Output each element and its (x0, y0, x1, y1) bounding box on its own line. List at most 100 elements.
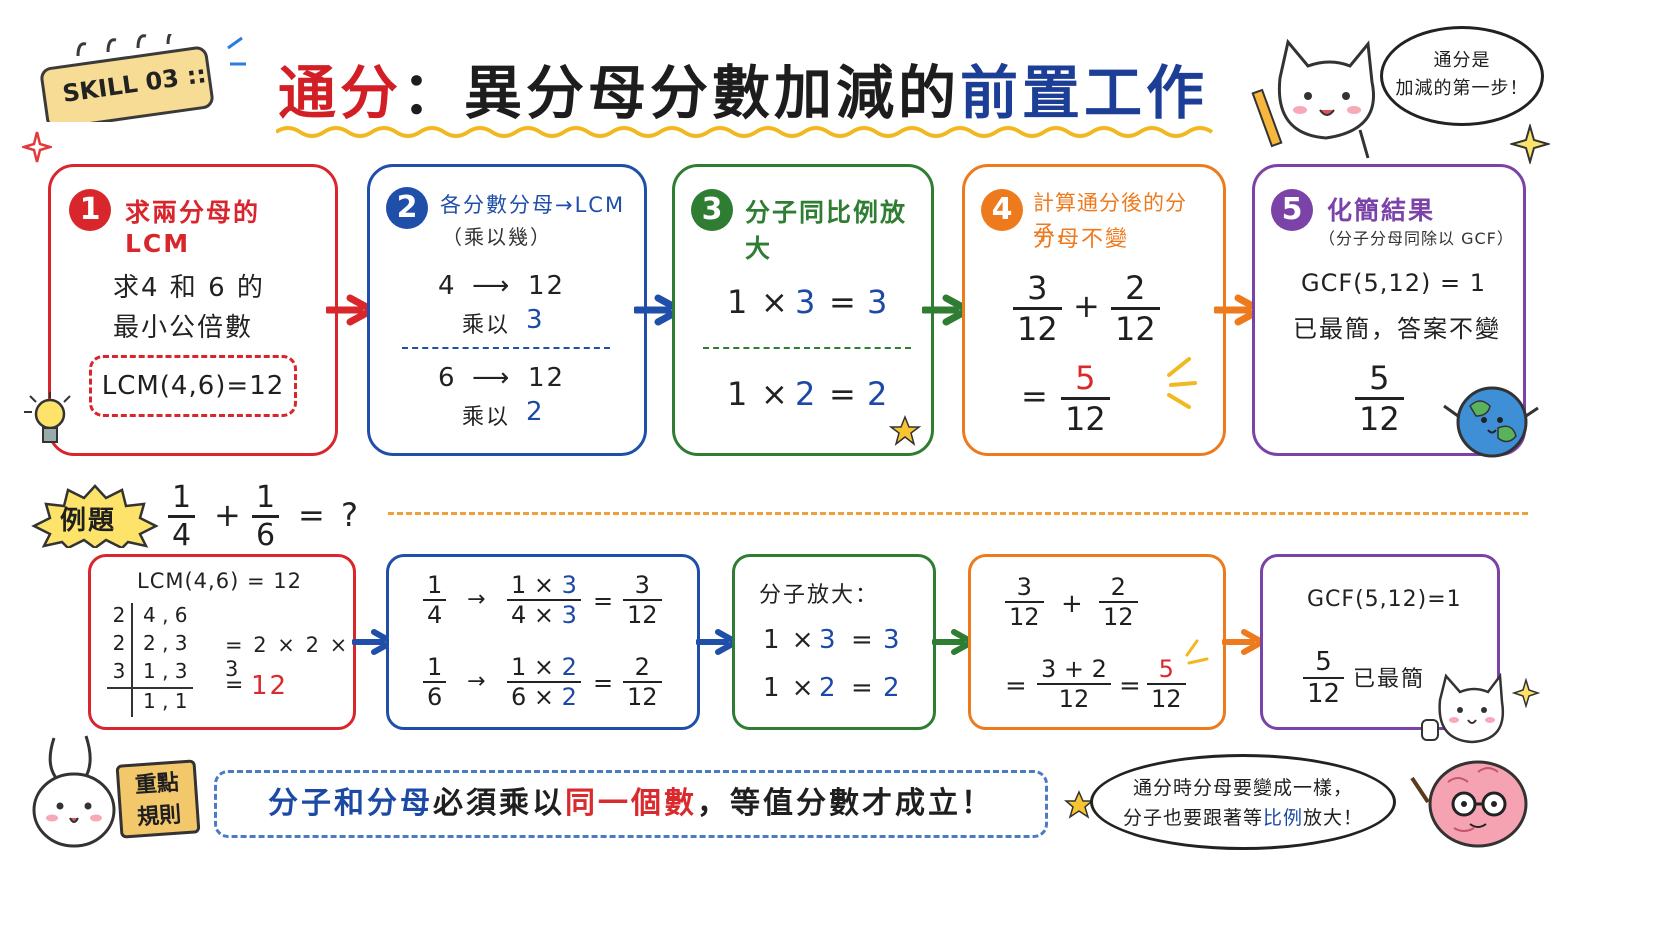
numerator: 3 (1016, 573, 1032, 601)
step-number-badge: 1 (69, 189, 111, 231)
worked-lcm-title: LCM(4,6) = 12 (137, 569, 302, 593)
ladder-values: 4 , 6 (131, 603, 188, 631)
gcf-line: GCF(5,12) = 1 (1301, 269, 1486, 297)
equals-sign: = (1021, 377, 1051, 415)
row2-arrow: ⟶ (472, 363, 512, 393)
rule-text-d: ，等值分數才成立！ (697, 786, 994, 821)
row2-mult-label: 乘以 (462, 405, 511, 430)
example-equals-question: = ? (298, 496, 361, 534)
denominator: 4 × 3 (511, 601, 577, 629)
cat-mascot-icon (1251, 38, 1375, 159)
starburst-tag (31, 484, 159, 548)
eq1-times: × (761, 283, 791, 321)
numerator: 3 (1027, 269, 1048, 307)
numerator: 3 (634, 571, 650, 599)
denominator: 4 (172, 518, 192, 553)
equals-sign: = (1119, 671, 1143, 701)
eq1-b: 3 (795, 283, 819, 321)
numerator: 5 (1075, 359, 1096, 397)
step-heading: 化簡結果 (1327, 196, 1436, 225)
eq1-a: 1 (727, 283, 751, 321)
eq2-result: 2 (883, 673, 902, 703)
step-heading-line1: 計算通分後的分子， (1033, 191, 1187, 245)
title-highlight-red: 通分 (278, 59, 403, 127)
eq1-factor: 3 (819, 625, 838, 655)
denominator: 12 (627, 683, 658, 711)
equals-sign: = (1005, 671, 1029, 701)
lcm-eq-sign: = (225, 673, 246, 698)
ladder-values: 2 , 3 (131, 631, 188, 659)
ladder-divisor (107, 689, 131, 717)
speech-bubble-bottom: 通分時分母要變成一樣， 分子也要跟著等比例放大！ (1090, 754, 1396, 850)
star-icon (889, 415, 921, 446)
denominator: 12 (1065, 400, 1106, 438)
speech-top-line1: 通分是 (1433, 50, 1491, 71)
step-card-1: 1 求兩分母的 LCM 求4 和 6 的 最小公倍數 LCM(4,6)=12 (48, 164, 338, 456)
sparkle-icon (1512, 678, 1540, 708)
sparkle-icon (1510, 124, 1550, 164)
ladder-divisor: 3 (112, 659, 126, 683)
eq1-equals: = (851, 625, 875, 655)
ladder-divisor: 2 (112, 631, 126, 655)
row-equals: = (593, 669, 616, 697)
skill-badge: SKILL 03 :: (38, 34, 216, 122)
step-heading: 分子同比例放大 (745, 198, 908, 263)
row1-mult-label: 乘以 (462, 313, 511, 338)
step-question-line1: 求4 和 6 的 (113, 273, 265, 303)
rule-text-b: 必須乘以 (433, 786, 565, 821)
ladder-values: 1 , 1 (131, 689, 188, 717)
numerator: 1 (427, 571, 443, 599)
ladder-row: 1 , 1 (107, 689, 193, 717)
numerator: 1 (427, 653, 443, 681)
denominator: 6 (256, 518, 276, 553)
prime-product: = 2 × 2 × 3 (225, 633, 350, 681)
dashed-separator (388, 512, 1528, 515)
denominator: 12 (1017, 310, 1058, 348)
ladder-values: 1 , 3 (131, 659, 188, 687)
title-main: ：異分母分數加減的 (402, 59, 961, 127)
star-icon (1064, 790, 1094, 819)
worked-heading: 分子放大： (759, 583, 880, 608)
step-card-3: 3 分子同比例放大 1 × 3 = 3 1 × 2 = 2 (672, 164, 934, 456)
lightbulb-icon (24, 392, 71, 443)
denominator: 12 (1151, 685, 1182, 713)
plus-sign: + (1073, 287, 1103, 325)
rule-text-c: 同一個數 (565, 786, 697, 821)
denominator: 6 × 2 (511, 683, 577, 711)
page-title: 通分：異分母分數加減的前置工作 (278, 46, 1208, 130)
denominator: 12 (1359, 400, 1400, 438)
denominator: 12 (1115, 310, 1156, 348)
note-line: 已最簡，答案不變 (1293, 315, 1501, 343)
step-subheading: （乘以幾） (442, 225, 552, 249)
worked-card-3: 分子放大： 1 × 3 = 3 1 × 2 = 2 (732, 554, 936, 730)
eq2-a: 1 (727, 375, 751, 413)
denominator: 12 (1307, 679, 1341, 709)
shine-lines-icon (1167, 357, 1197, 409)
denominator: 12 (1009, 603, 1040, 631)
key-rule-box: 分子和分母必須乘以同一個數，等值分數才成立！ (214, 770, 1048, 838)
numerator: 5 (1369, 359, 1390, 397)
eq2-left: 1 × (763, 673, 816, 703)
row1-to: 12 (528, 271, 566, 301)
row2-to: 12 (528, 363, 566, 393)
dashed-divider (402, 347, 610, 349)
row-arrow: → (467, 587, 488, 612)
title-highlight-blue: 前置工作 (960, 59, 1209, 127)
step-heading: 求兩分母的 LCM (125, 198, 261, 258)
ladder-divisor: 2 (112, 603, 126, 627)
